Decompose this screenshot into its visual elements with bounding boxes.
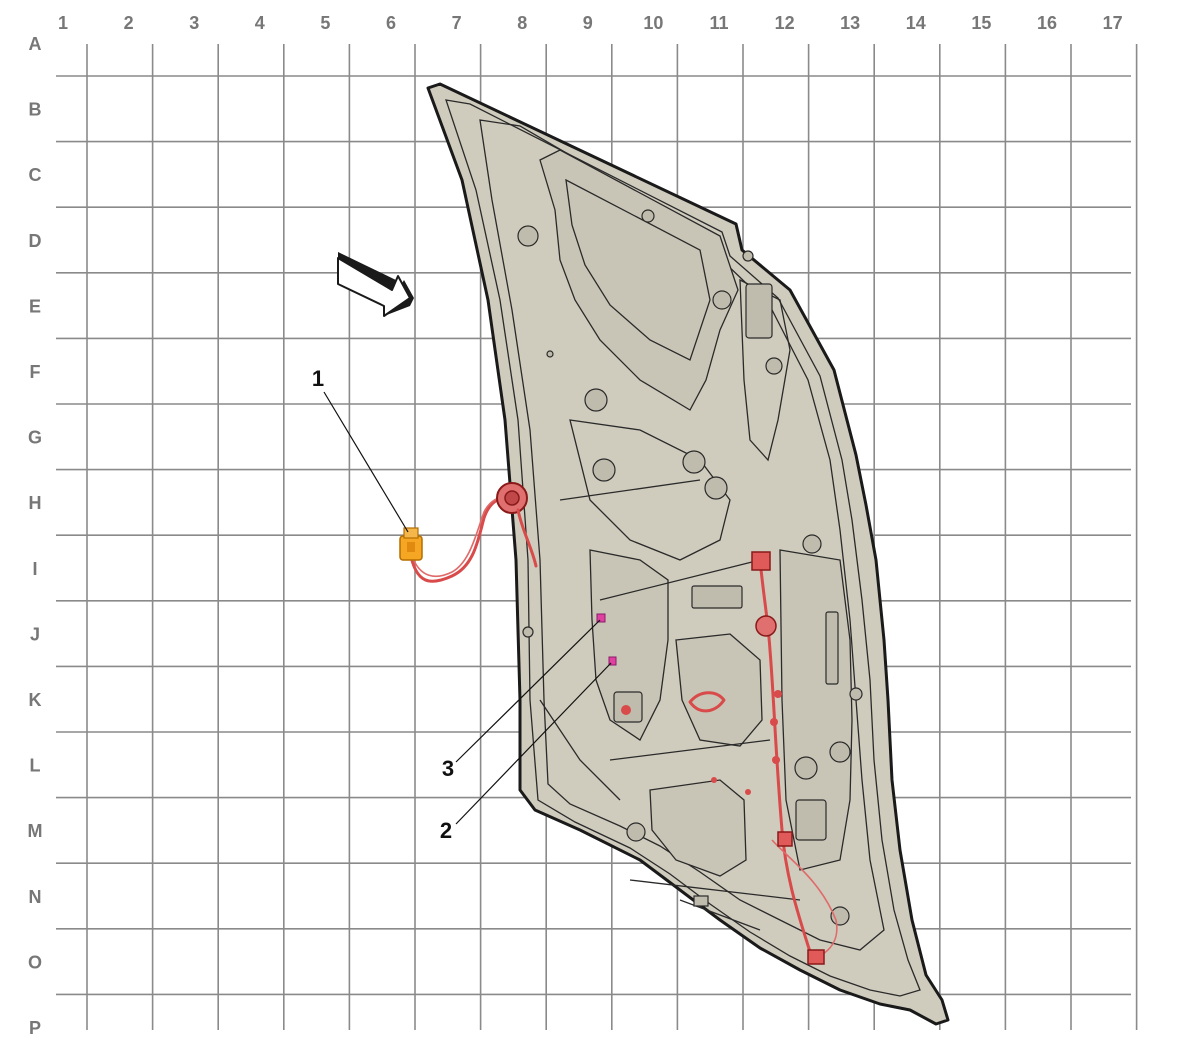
grid-row-label: B [29, 100, 42, 120]
grid-row-label: H [29, 493, 42, 513]
grid-column-label: 12 [775, 13, 795, 33]
callout-2: 2 [440, 818, 452, 843]
door-panel [426, 82, 950, 1026]
grid-column-label: 4 [255, 13, 265, 33]
grid-column-label: 16 [1037, 13, 1057, 33]
grid-column-label: 13 [840, 13, 860, 33]
grid-row-label: K [29, 690, 42, 710]
grid-column-label: 11 [709, 13, 728, 33]
grid-column-label: 1 [58, 13, 68, 33]
leader-line-1 [323, 391, 409, 533]
grid-row-label: F [30, 362, 41, 382]
grid-column-label: 3 [189, 13, 199, 33]
grid-row-label: D [29, 231, 42, 251]
leader-line-3 [455, 619, 601, 763]
grid-row-label: I [32, 559, 37, 579]
grid-column-label: 9 [583, 13, 593, 33]
grid-row-label: G [28, 428, 42, 448]
grid-column-label: 10 [643, 13, 663, 33]
grid-column-label: 8 [517, 13, 527, 33]
callout-1: 1 [312, 366, 324, 391]
grid-column-label: 15 [971, 13, 991, 33]
grid-row-label: C [29, 165, 42, 185]
grid-column-label: 14 [906, 13, 926, 33]
leader-line-2 [455, 662, 612, 825]
grid-row-label: M [28, 821, 43, 841]
direction-arrow-icon [337, 252, 414, 317]
grid-row-label: J [30, 624, 40, 644]
grid-column-label: 5 [320, 13, 330, 33]
grid-row-label: O [28, 952, 42, 972]
wiring-harness [408, 482, 838, 965]
grid-row-label: A [29, 34, 42, 54]
connector-1 [399, 527, 423, 561]
grid-row-label: P [29, 1018, 41, 1038]
grid-column-label: 2 [124, 13, 134, 33]
grid-column-label: 17 [1103, 13, 1123, 33]
grid-row-labels: A B C D E F G H I J K L M N O P [28, 34, 43, 1038]
connector-2 [608, 656, 617, 666]
grid-row-label: E [29, 296, 41, 316]
grid-column-label: 6 [386, 13, 396, 33]
grid-column-label: 7 [452, 13, 462, 33]
grid-row-label: L [30, 756, 41, 776]
grid-row-label: N [29, 887, 42, 907]
connector-3 [596, 613, 606, 623]
callout-3: 3 [442, 756, 454, 781]
